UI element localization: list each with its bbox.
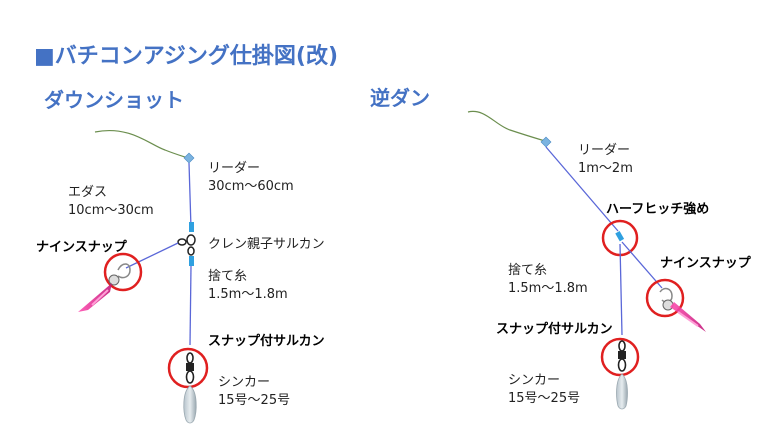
left-edasu-label: エダス 10cm〜30cm [68,184,154,220]
left-edasu-line [125,242,179,269]
crane-swivel [177,234,196,256]
left-leader-name: リーダー [208,161,261,176]
left-edasu-length: 10cm〜30cm [68,203,154,218]
right-lure [659,287,706,332]
left-swivel-label: クレン親子サルカン [208,237,325,252]
right-snap-highlight [645,278,685,318]
right-leader-name: リーダー [578,143,631,158]
right-snap-swivel [617,340,627,372]
right-rig [467,110,706,410]
left-sute-sleeve [189,256,194,266]
left-leader-knot [183,152,195,164]
right-leader-line [545,146,619,232]
left-sinker-name: シンカー [218,375,271,390]
right-sute-line [619,243,623,336]
left-sinker [183,385,197,424]
right-knot-label: ハーフヒッチ強め [606,202,710,217]
left-snap-swivel-highlight [167,347,209,389]
left-sute-name: 捨て糸 [208,269,248,284]
left-leader-tail [94,130,189,159]
left-heading: ダウンショット [44,88,184,112]
left-sinker-label: シンカー 15号〜25号 [218,374,290,410]
right-heading: 逆ダン [370,86,430,110]
right-knot-sleeve [615,231,625,242]
left-edasu-name: エダス [68,185,108,200]
left-sute-length: 1.5m〜1.8m [208,287,288,302]
right-sinker [616,373,628,410]
left-leader-length: 30cm〜60cm [208,179,294,194]
page-title: ■バチコンアジング仕掛図(改) [34,44,339,69]
left-sute-label: 捨て糸 1.5m〜1.8m [208,268,288,304]
left-leader-line [188,162,192,229]
right-leader-tail [467,110,546,142]
right-sinker-name: シンカー [508,373,561,388]
right-edasu-line [621,241,663,289]
right-leader-label: リーダー 1m〜2m [578,142,633,178]
left-sute-line [189,265,192,346]
right-leader-length: 1m〜2m [578,161,633,176]
left-lure [78,263,131,312]
right-snap-swivel-label: スナップ付サルカン [496,322,613,337]
left-snap-swivel [185,352,195,384]
left-sinker-weight: 15号〜25号 [218,393,291,408]
right-sute-label: 捨て糸 1.5m〜1.8m [508,262,588,298]
right-sute-name: 捨て糸 [508,263,548,278]
left-snap-swivel-label: スナップ付サルカン [208,334,325,349]
right-snap-label: ナインスナップ [660,256,751,271]
right-sute-length: 1.5m〜1.8m [508,281,588,296]
right-leader-knot [540,136,552,148]
left-snap-highlight [103,252,143,292]
left-rig [78,130,209,424]
left-leader-label: リーダー 30cm〜60cm [208,160,294,196]
left-snap-label: ナインスナップ [36,240,127,255]
right-snap-swivel-highlight [600,337,640,377]
right-sinker-label: シンカー 15号〜25号 [508,372,580,408]
left-leader-sleeve [189,222,194,232]
right-sinker-weight: 15号〜25号 [508,391,581,406]
